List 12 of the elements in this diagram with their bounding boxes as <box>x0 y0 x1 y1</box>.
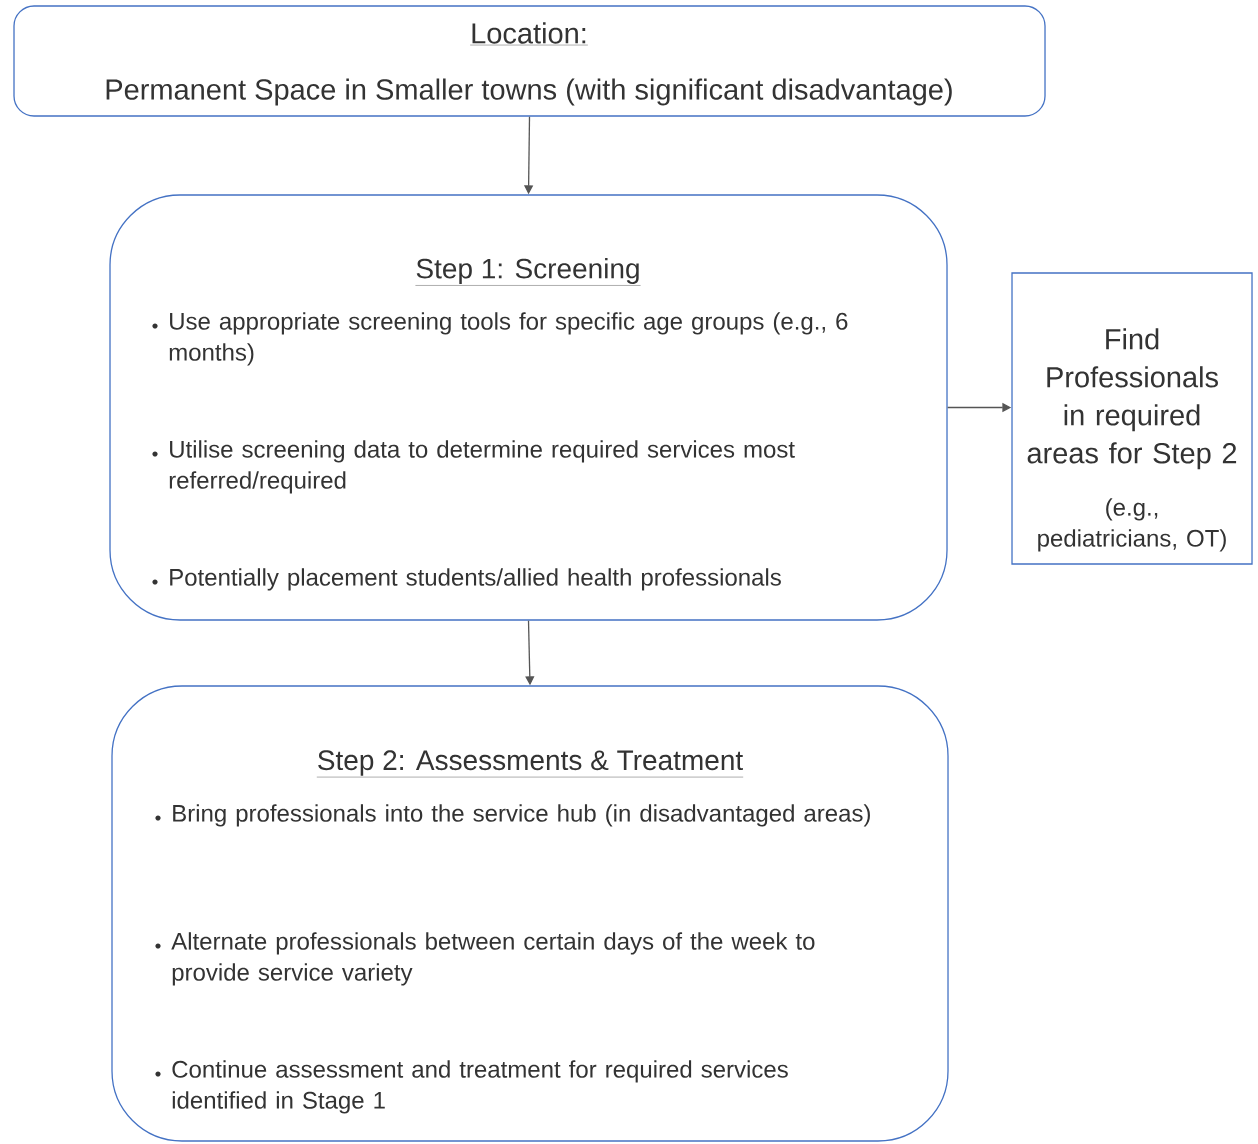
box-heading: Location: <box>469 22 589 46</box>
bullet-item: Bring professionals into the service hub (in disadvantaged areas) <box>155 804 870 827</box>
bullet-item: Alternate professionals between certain days of the week to provide service variety <box>155 932 815 986</box>
box-text: Permanent Space in Smaller towns (with significant disadvantage) <box>106 78 952 106</box>
step-heading: Step 1: Screening <box>415 257 641 286</box>
step-heading: Step 2: Assessments & Treatment <box>316 750 744 778</box>
box-text: (e.g., pediatricians, OT) <box>1038 498 1226 552</box>
bullet-item: Continue assessment and treatment for required services identified in Stage 1 <box>155 1060 788 1114</box>
bullet-item: Potentially placement students/allied health professionals <box>152 568 781 591</box>
bullet-item: Use appropriate screening tools for specific age groups (e.g., 6 months) <box>152 312 848 366</box>
box-text: Find Professionals in required areas for Step 2 <box>1027 328 1237 470</box>
bullet-item: Utilise screening data to determine required services most referred/required <box>152 440 795 494</box>
